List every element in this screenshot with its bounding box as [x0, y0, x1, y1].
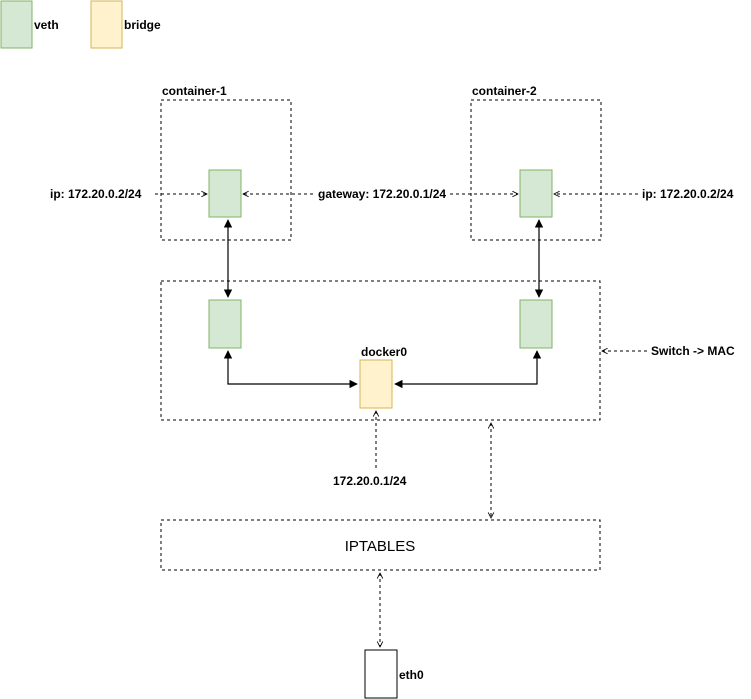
legend-veth-label: veth: [34, 18, 59, 32]
iptables-label: IPTABLES: [345, 538, 416, 555]
veth-1-bridge-link: [223, 350, 358, 389]
container-1-box: [160, 99, 292, 241]
bridge-label: docker0: [361, 345, 407, 359]
veth-2-bridge-link: [394, 350, 542, 389]
host-namespace-box: [160, 280, 601, 421]
container-2-box: [470, 99, 602, 241]
gateway-label: gateway: 172.20.0.1/24: [318, 187, 446, 201]
container-1-veth: [208, 169, 242, 218]
legend-bridge-swatch: [90, 0, 123, 49]
container-2-title: container-2: [472, 84, 537, 98]
switch-label: Switch -> MAC: [651, 344, 735, 358]
container-2-veth: [519, 169, 553, 218]
eth0-interface: [364, 649, 398, 699]
container-1-ip-label: ip: 172.20.0.2/24: [50, 187, 142, 201]
container-2-ip-label: ip: 172.20.0.2/24: [642, 187, 734, 201]
legend-veth-swatch: [0, 0, 33, 49]
host-veth-2: [519, 299, 553, 349]
legend-bridge-label: bridge: [124, 18, 161, 32]
container-1-title: container-1: [162, 84, 227, 98]
bridge-ip-label: 172.20.0.1/24: [333, 474, 407, 488]
iptables-box: [160, 519, 601, 571]
host-veth-1: [208, 299, 242, 349]
eth0-label: eth0: [399, 668, 424, 682]
bridge-docker0: [359, 359, 393, 409]
